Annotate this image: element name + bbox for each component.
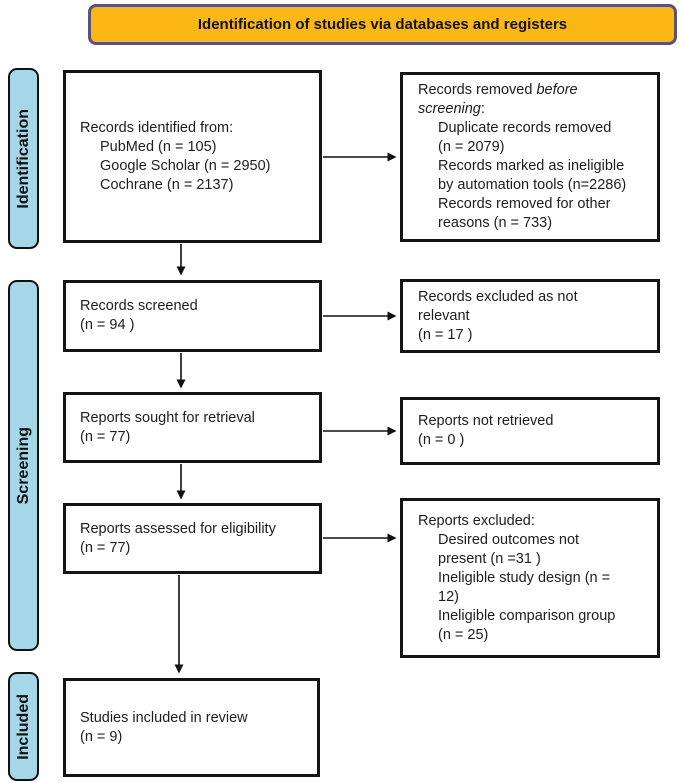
box-records-identified: Records identified from: PubMed (n = 105…: [63, 70, 322, 243]
box-text-line: Ineligible study design (n =: [438, 569, 611, 586]
box-text-line: Desired outcomes not: [438, 531, 580, 548]
box-reports-assessed: Reports assessed for eligibility (n = 77…: [63, 503, 322, 574]
box-text-line: relevant: [418, 307, 470, 324]
box-text-line: (n = 77): [80, 539, 131, 556]
stage-label-text: Screening: [14, 426, 32, 505]
box-text-line: 12): [438, 588, 459, 605]
box-text-line: Records screened: [80, 298, 198, 314]
box-text-line: reasons (n = 733): [438, 215, 553, 231]
diagram-title-banner: Identification of studies via databases …: [88, 4, 677, 45]
text-italic: before: [536, 82, 578, 98]
box-text-line: Records removed for other: [438, 196, 611, 212]
box-text-line: (n = 77): [80, 428, 131, 445]
box-text-line: Reports sought for retrieval: [80, 409, 255, 426]
stage-label-included: Included: [8, 672, 39, 781]
box-text-line: Records removed before: [418, 81, 649, 100]
box-records-removed: Records removed before screening: Duplic…: [400, 72, 660, 242]
box-text-line: screening:: [418, 100, 649, 119]
box-reports-sought: Reports sought for retrieval (n = 77): [63, 392, 322, 463]
box-text-line: Records excluded as not: [418, 288, 578, 305]
text-normal: :: [480, 101, 485, 117]
box-text-line: Ineligible comparison group: [438, 607, 616, 624]
box-text-line: (n = 9): [80, 728, 123, 745]
text-italic: screening: [418, 101, 481, 117]
box-text-line: (n = 0 ): [418, 432, 465, 448]
diagram-title: Identification of studies via databases …: [197, 16, 568, 33]
box-text-line: PubMed (n = 105): [100, 138, 217, 155]
box-text-line: Cochrane (n = 2137): [100, 176, 234, 193]
box-text-line: Google Scholar (n = 2950): [100, 157, 271, 174]
box-reports-not-retrieved: Reports not retrieved (n = 0 ): [400, 397, 660, 465]
box-studies-included: Studies included in review (n = 9): [63, 678, 320, 777]
box-reports-excluded: Reports excluded: Desired outcomes not p…: [400, 498, 660, 658]
box-records-excluded: Records excluded as not relevant (n = 17…: [400, 279, 660, 353]
box-text-line: Reports not retrieved: [418, 413, 554, 429]
box-text-line: Records marked as ineligible: [438, 158, 625, 174]
stage-label-screening: Screening: [8, 280, 39, 651]
box-text-line: present (n =31 ): [438, 550, 541, 567]
box-text-line: by automation tools (n=2286): [438, 177, 627, 193]
box-text-line: Reports assessed for eligibility: [80, 520, 276, 537]
box-text-line: (n = 25): [438, 626, 489, 643]
box-text-line: Duplicate records removed: [438, 120, 612, 136]
box-text-line: Records identified from:: [80, 119, 234, 136]
box-text-line: (n = 94 ): [80, 317, 135, 333]
box-text-line: Studies included in review: [80, 709, 248, 726]
text-normal: Records removed: [418, 82, 537, 98]
stage-label-text: Included: [14, 693, 32, 760]
box-text-line: (n = 17 ): [418, 326, 473, 343]
stage-label-text: Identification: [14, 108, 32, 209]
box-text-line: (n = 2079): [438, 139, 505, 155]
stage-label-identification: Identification: [8, 68, 39, 249]
box-records-screened: Records screened (n = 94 ): [63, 280, 322, 352]
box-text-line: Reports excluded:: [418, 512, 535, 529]
